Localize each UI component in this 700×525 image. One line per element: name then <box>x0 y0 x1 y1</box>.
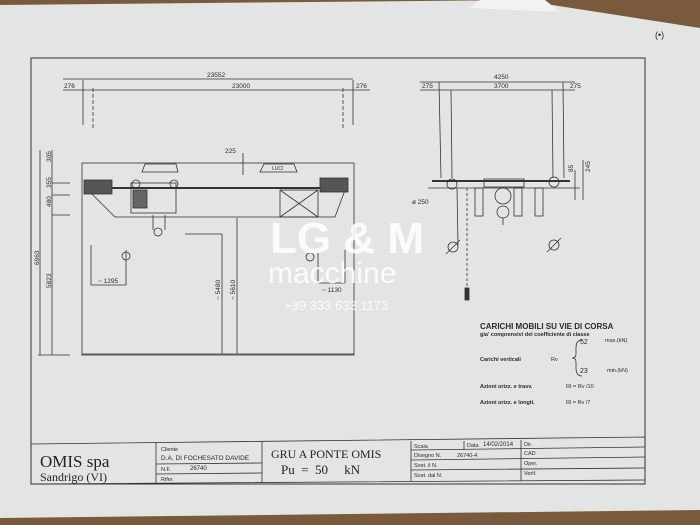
dim-hook-height-2: ~ 5610 <box>230 280 237 300</box>
brace <box>571 339 583 377</box>
min-value: 23 <box>580 368 588 375</box>
oper-label: Oper. <box>524 461 538 467</box>
dim-245: 245 <box>585 161 592 172</box>
longitudinal-formula: Rl = Rv /7 <box>566 400 590 406</box>
max-value: 52 <box>580 339 588 346</box>
dim-480: 480 <box>46 196 53 207</box>
capacity: Pu = 50 kN <box>281 462 361 477</box>
watermark: LG & M macchine +39 333 633 1173 <box>268 214 424 313</box>
dim-right-approach: ~ 1130 <box>322 287 342 294</box>
drawing-frame <box>30 57 646 485</box>
dim-side-left: 275 <box>422 83 433 90</box>
nf-label: N.F. <box>161 467 171 473</box>
replaced-by-label: Sost. dal N. <box>414 473 443 479</box>
client-name: D.A. DI FOCHESATO DAVIDE <box>161 455 250 462</box>
dim-left-approach: ~ 1295 <box>98 278 118 285</box>
verif-label: Verif. <box>524 471 537 477</box>
vertical-loads-label: Carichi verticali <box>480 357 521 363</box>
drawing-number-label: Disegno N. <box>414 453 442 459</box>
watermark-sub: macchine <box>268 257 396 290</box>
label-luci: LUCI <box>272 166 283 172</box>
longitudinal-label: Azioni orizz. e longit. <box>480 400 535 406</box>
loads-table: CARICHI MOBILI SU VIE DI CORSA gia' comp… <box>480 322 628 406</box>
paper-corner <box>470 0 560 12</box>
nf-value: 26740 <box>190 466 207 472</box>
company-name: OMIS spa <box>40 452 110 471</box>
company-location: Sandrigo (VI) <box>40 470 107 484</box>
dim-overall-span: 23552 <box>207 72 225 79</box>
dir-label: Dir. <box>524 442 533 448</box>
dim-355: 355 <box>46 177 53 188</box>
dim-clearance: 225 <box>225 148 236 155</box>
drawing-title: GRU A PONTE OMIS <box>271 447 381 461</box>
dim-side-overall: 4250 <box>494 74 509 81</box>
transverse-formula: Rt = Rv /10 <box>566 384 594 390</box>
scale-label: Scala <box>414 444 429 450</box>
cad-label: CAD <box>524 451 536 457</box>
dim-5823: 5823 <box>46 273 53 288</box>
date-value: 14/02/2014 <box>483 442 514 448</box>
date-label: Data <box>467 443 480 449</box>
client-label: Cliente <box>161 447 178 453</box>
loads-title: CARICHI MOBILI SU VIE DI CORSA <box>480 322 614 331</box>
dim-left-offset: 276 <box>64 83 75 90</box>
vertical-symbol: Rv <box>551 357 558 363</box>
dim-85: 85 <box>568 164 575 172</box>
corner-mark: (•) <box>655 30 664 40</box>
transverse-label: Azioni orizz. e trasv. <box>480 384 533 390</box>
replaces-label: Sost. il N. <box>414 463 438 469</box>
dim-right-offset: 276 <box>356 83 367 90</box>
dim-span: 23000 <box>232 83 250 90</box>
rifer-label: Rifer. <box>161 477 174 483</box>
dim-6963: 6963 <box>34 250 41 265</box>
min-unit: min.(kN) <box>607 368 628 374</box>
watermark-phone: +39 333 633 1173 <box>284 298 388 313</box>
dim-side-inner: 3700 <box>494 83 509 90</box>
drawing-number: 26740-4 <box>457 453 477 459</box>
dim-side-right: 275 <box>570 83 581 90</box>
side-view <box>420 81 584 301</box>
title-block-text: OMIS spa Sandrigo (VI) Cliente D.A. DI F… <box>40 442 538 484</box>
watermark-brand: LG & M <box>270 214 424 263</box>
title-block <box>30 436 646 485</box>
dim-hook-height-1: ~ 5480 <box>215 280 222 300</box>
front-view <box>38 78 370 356</box>
loads-subtitle: gia' comprensivi del coefficiente di cla… <box>480 332 590 338</box>
dim-wheel-diameter: ø 250 <box>412 199 429 206</box>
max-unit: max.(kN) <box>605 338 627 344</box>
dim-305: 305 <box>46 151 53 162</box>
